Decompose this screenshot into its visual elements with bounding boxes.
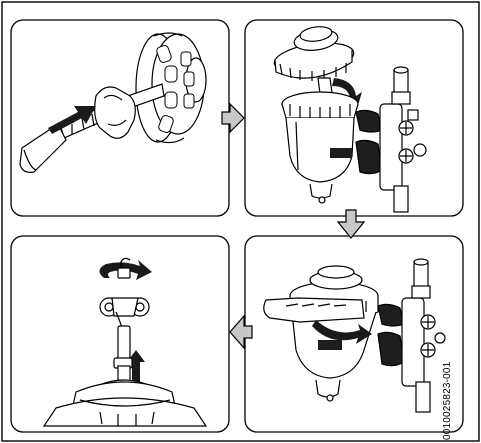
panel-step-3 [244,235,464,433]
filter-housing [281,91,359,204]
panel-step-2 [244,19,464,217]
flow-arrow-left [229,314,253,350]
vent-valve [42,357,208,427]
panel-step-4 [10,235,230,433]
valve-block [377,258,446,413]
removal-key [19,83,165,173]
panel-step-1 [10,19,230,217]
filter-cap-lifted [273,26,355,111]
document-id: 0010025823-001 [442,361,453,440]
removal-key-in-use [263,297,365,323]
insert-direction-arrow [48,106,96,134]
valve-block [355,66,427,213]
turn-direction-arrow [312,320,372,344]
unlock-rotation-icon [99,257,152,280]
flow-arrow-down [336,209,366,239]
flow-arrow-right [221,102,245,134]
